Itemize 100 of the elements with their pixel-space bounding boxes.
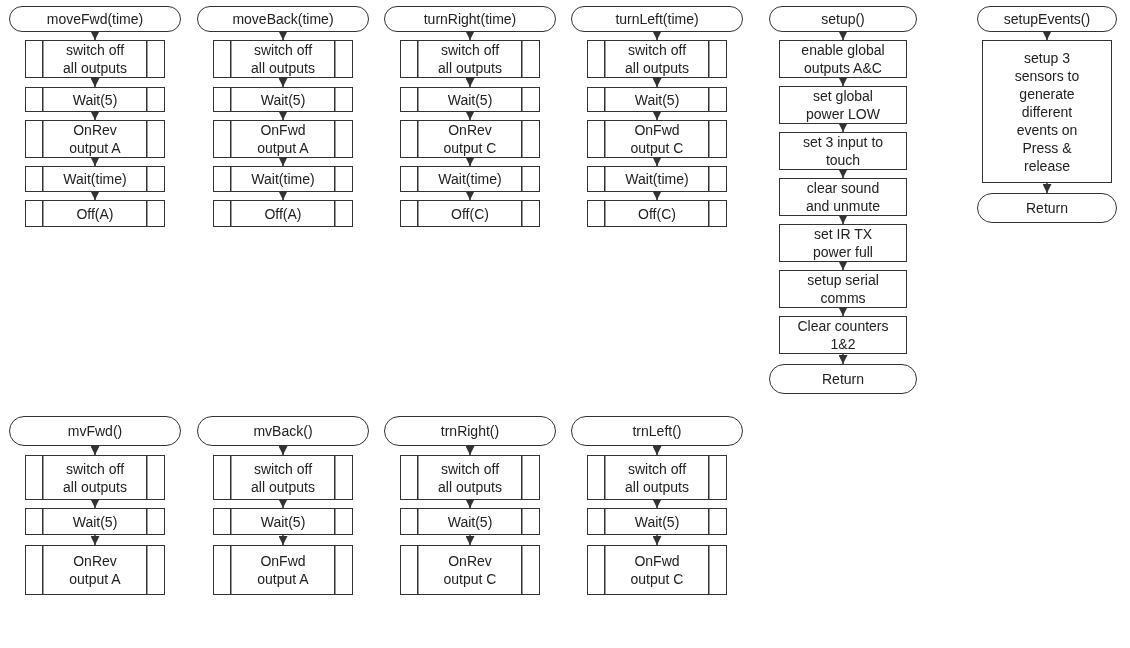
arrow (838, 169, 848, 179)
process-box (779, 40, 907, 78)
node-text: Off(A) (76, 204, 114, 223)
arrow (278, 31, 288, 41)
terminal-shape (9, 6, 181, 32)
arrow (652, 191, 662, 201)
arrow (652, 534, 662, 546)
node-text: OnRev output C (442, 121, 498, 157)
subroutine-box (400, 508, 540, 535)
arrow (278, 445, 288, 456)
node-text: Wait(5) (260, 90, 306, 109)
node-text: switch off all outputs (437, 459, 503, 496)
node-text: switch off all outputs (62, 41, 128, 77)
node-text: OnRev output A (68, 121, 122, 157)
node-text: setup() (821, 10, 865, 28)
subroutine-box (213, 545, 353, 595)
node-text: OnRev output C (442, 552, 498, 588)
node-text: switch off all outputs (624, 459, 690, 496)
subroutine-box (213, 87, 353, 112)
subroutine-box (587, 120, 727, 158)
arrow (90, 157, 100, 167)
terminal-shape (977, 193, 1117, 223)
terminal-shape (9, 416, 181, 446)
node-text: trnLeft() (632, 422, 682, 440)
arrow (465, 31, 475, 41)
subroutine-box (400, 87, 540, 112)
node-text: setup 3 sensors to generate different events on Press & release (1013, 48, 1081, 175)
node-text: Wait(time) (251, 170, 315, 188)
node-text: Wait(5) (634, 512, 680, 531)
node-text: mvFwd() (67, 422, 123, 440)
node-text: switch off all outputs (250, 459, 316, 496)
subroutine-box (587, 166, 727, 192)
arrow (652, 445, 662, 456)
terminal-shape (571, 416, 743, 446)
subroutine-box (400, 40, 540, 78)
node-text: OnFwd output A (256, 552, 310, 588)
arrow (278, 191, 288, 201)
node-text: turnLeft(time) (615, 10, 699, 28)
node-text: switch off all outputs (62, 459, 128, 496)
terminal-shape (384, 416, 556, 446)
arrow (465, 77, 475, 88)
node-text: switch off all outputs (437, 41, 503, 77)
subroutine-box (213, 40, 353, 78)
node-text: Off(C) (451, 204, 489, 223)
arrow (465, 111, 475, 121)
subroutine-box (587, 455, 727, 500)
subroutine-box (25, 120, 165, 158)
process-box (982, 40, 1112, 183)
node-text: Wait(5) (447, 512, 493, 531)
arrow (278, 499, 288, 509)
arrow (90, 499, 100, 509)
node-text: setup serial comms (806, 271, 880, 307)
arrow (652, 499, 662, 509)
arrow (652, 77, 662, 88)
node-text: Wait(5) (447, 90, 493, 109)
subroutine-box (25, 87, 165, 112)
arrow (838, 215, 848, 225)
node-text: turnRight(time) (423, 10, 517, 28)
node-text: Clear counters 1&2 (796, 317, 890, 353)
arrow (1042, 31, 1052, 41)
process-box (779, 86, 907, 124)
terminal-shape (769, 364, 917, 394)
arrow (465, 445, 475, 456)
subroutine-box (25, 166, 165, 192)
arrow (278, 534, 288, 546)
subroutine-box (587, 508, 727, 535)
arrow (90, 534, 100, 546)
arrow (838, 353, 848, 365)
node-text: Wait(5) (634, 90, 680, 109)
subroutine-box (25, 40, 165, 78)
arrow (838, 307, 848, 317)
node-text: OnFwd output A (256, 121, 310, 157)
arrow (1042, 182, 1052, 194)
subroutine-box (25, 200, 165, 227)
node-text: moveFwd(time) (46, 10, 144, 28)
node-text: moveBack(time) (232, 10, 334, 28)
arrow (652, 157, 662, 167)
subroutine-box (213, 455, 353, 500)
arrow (278, 111, 288, 121)
arrow (90, 445, 100, 456)
node-text: OnRev output A (68, 552, 122, 588)
node-text: switch off all outputs (624, 41, 690, 77)
arrow (90, 191, 100, 201)
node-text: Return (1026, 199, 1068, 217)
process-box (779, 132, 907, 170)
arrow (652, 111, 662, 121)
arrow (465, 191, 475, 201)
subroutine-box (213, 200, 353, 227)
node-text: switch off all outputs (250, 41, 316, 77)
subroutine-box (587, 87, 727, 112)
subroutine-box (587, 200, 727, 227)
terminal-shape (384, 6, 556, 32)
arrow (652, 31, 662, 41)
terminal-shape (571, 6, 743, 32)
arrow (90, 31, 100, 41)
process-box (779, 224, 907, 262)
node-text: set 3 input to touch (801, 133, 885, 169)
subroutine-box (25, 545, 165, 595)
node-text: Wait(time) (625, 170, 689, 188)
arrow (278, 157, 288, 167)
